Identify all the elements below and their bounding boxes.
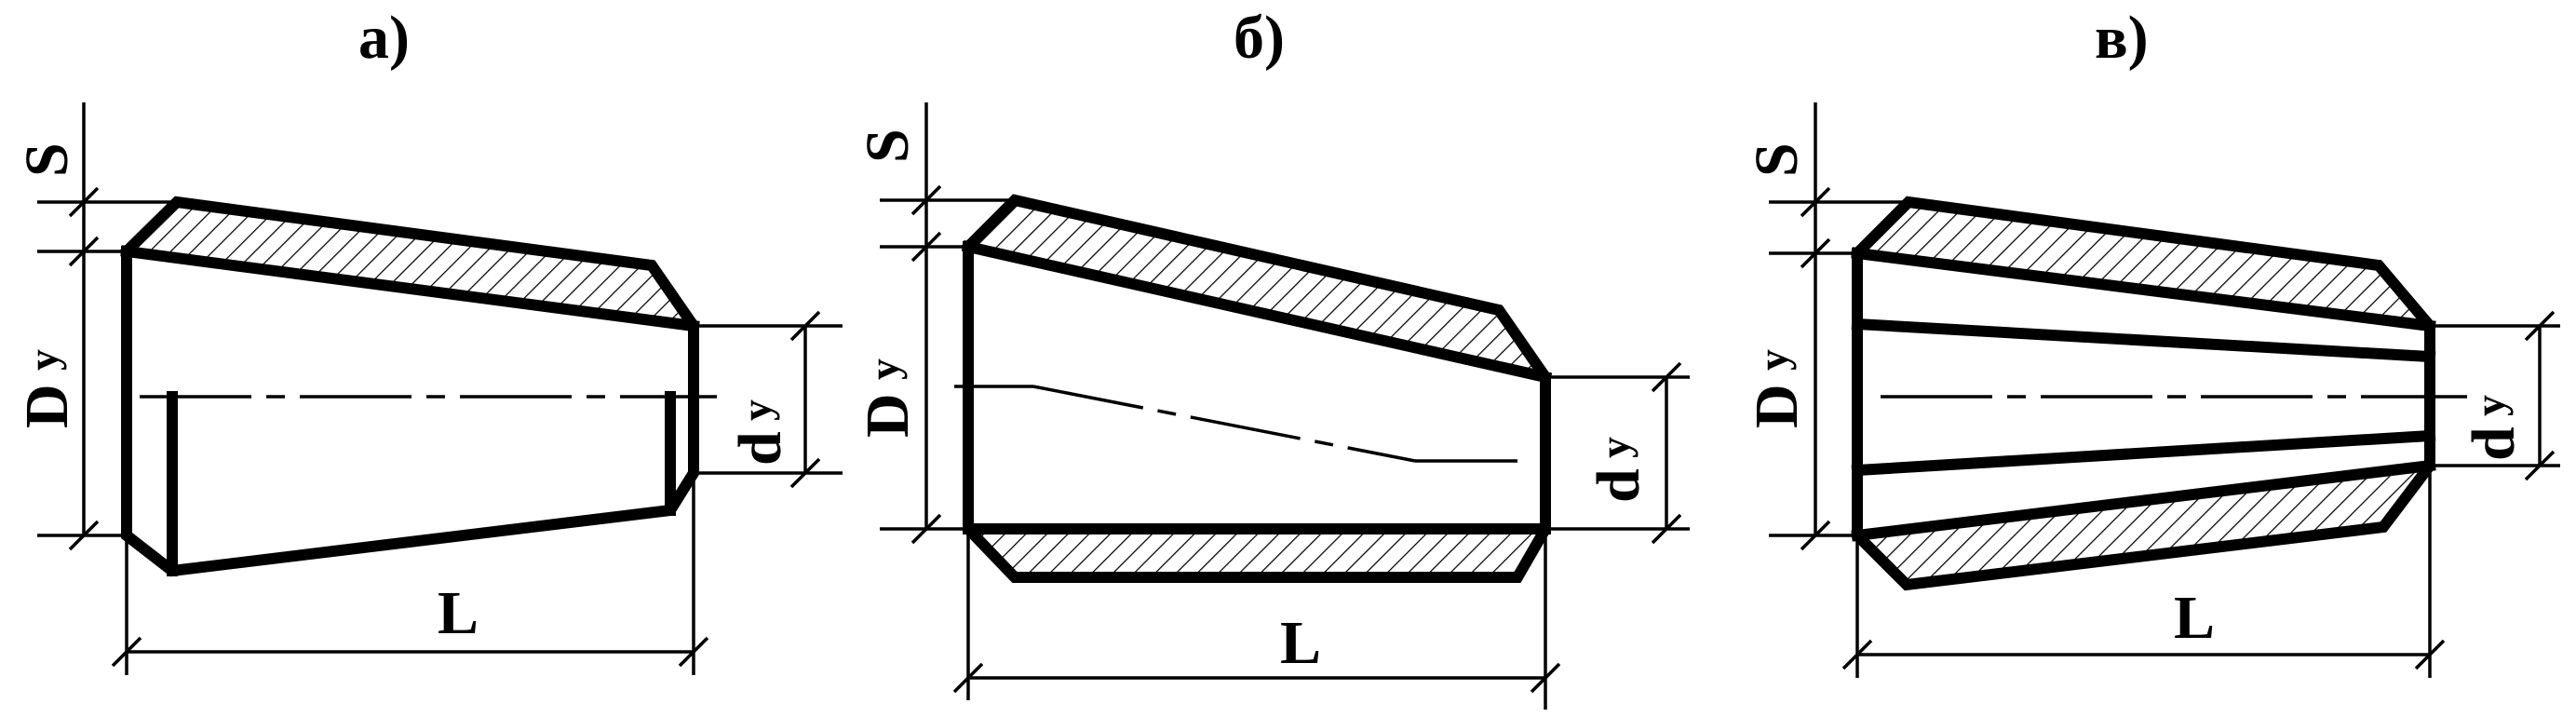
figure-c-inner-top-edge	[1851, 247, 2436, 332]
figure-c-inner-bottom-edge	[1851, 459, 2436, 542]
figure-b-tick-5	[1651, 513, 1682, 545]
figure-b-inner-top-edge	[961, 239, 1553, 385]
figure-c-tick-3	[1800, 520, 1831, 551]
figure-a-tick-4	[789, 310, 821, 342]
figure-c: в) S D у d у L	[1743, 4, 2560, 678]
figure-b-tick-7	[1530, 662, 1561, 694]
figure-a: а) S D у d у L	[13, 4, 843, 675]
figure-c-tick-5	[2524, 450, 2556, 481]
figure-c-caption: в)	[2095, 4, 2149, 72]
figure-c-label-l: L	[2174, 584, 2215, 652]
figure-c-tick-1	[1800, 186, 1831, 218]
figure-b-label-dy-sub: у	[1591, 437, 1639, 458]
figure-a-tick-2	[68, 236, 100, 267]
figure-b-label-d-sub: у	[860, 358, 908, 380]
figure-b-tick-1	[910, 184, 942, 216]
figure-c-tick-4	[2524, 310, 2556, 342]
figure-b-axis-slope	[1032, 385, 1416, 463]
figure-b-tick-4	[1651, 361, 1682, 393]
figure-b-label-dy: d	[1585, 468, 1652, 503]
figure-a-label-s: S	[13, 142, 81, 177]
figure-b-label-d: D	[854, 393, 922, 438]
figure-b-caption: б)	[1234, 4, 1285, 72]
figure-b-tick-3	[910, 513, 942, 545]
figure-c-label-dy-sub: у	[2466, 395, 2514, 416]
figure-a-inner-top-edge	[120, 245, 700, 332]
figure-a-label-l: L	[438, 579, 479, 647]
figure-a-label-d-sub: у	[20, 349, 67, 371]
figure-a-label-dy-sub: у	[733, 399, 780, 421]
figure-a-tick-1	[68, 186, 100, 218]
figure-b-bottom-wall-hatch	[968, 529, 1545, 577]
figure-c-tick-7	[2414, 639, 2446, 670]
figure-b-label-l: L	[1280, 609, 1321, 677]
figure-a-label-dy: d	[726, 431, 794, 466]
figure-a-wall-hatch	[127, 202, 694, 326]
figure-c-label-s: S	[1743, 142, 1811, 177]
figure-c-bottom-wall-hatch	[1857, 466, 2430, 585]
figure-b: б) S D у d у L	[854, 4, 1690, 710]
figure-c-label-d-sub: у	[1749, 349, 1797, 371]
figure-c-lower-generatrix	[1851, 429, 2436, 477]
figure-a-label-d: D	[13, 384, 81, 428]
figure-b-tick-2	[910, 231, 942, 263]
figure-c-upper-generatrix	[1851, 318, 2436, 363]
figure-c-tick-2	[1800, 237, 1831, 269]
figure-c-label-d: D	[1743, 384, 1811, 428]
figure-c-top-wall-hatch	[1857, 202, 2430, 326]
figure-b-label-s: S	[854, 129, 922, 163]
figure-a-tick-6	[111, 636, 142, 668]
figure-c-tick-6	[1841, 639, 1873, 670]
figure-c-label-dy: d	[2460, 426, 2528, 461]
figure-b-top-wall-hatch	[968, 200, 1545, 377]
figure-a-tick-7	[678, 636, 709, 668]
figure-b-tick-6	[952, 662, 984, 694]
figure-a-caption: а)	[358, 4, 410, 72]
figure-a-tick-3	[68, 520, 100, 551]
figure-a-tick-5	[789, 457, 821, 489]
